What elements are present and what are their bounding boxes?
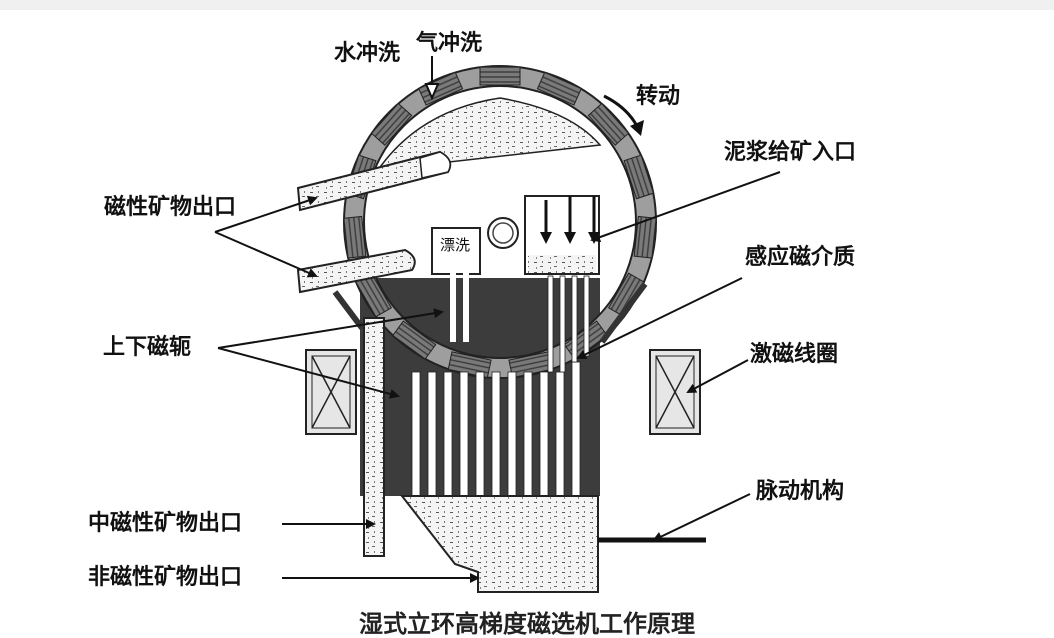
label-water-rinse: 水冲洗 — [334, 41, 401, 66]
label-middling-outlet: 中磁性矿物出口 — [88, 511, 243, 536]
label-rotation: 转动 — [636, 84, 681, 109]
leader-medium — [576, 277, 743, 359]
label-slurry-inlet: 泥浆给矿入口 — [724, 140, 857, 165]
label-pulsation-mechanism: 脉动机构 — [756, 479, 845, 504]
leader-slurry — [590, 171, 781, 242]
coil-left — [305, 349, 357, 435]
label-air-rinse: 气冲洗 — [416, 31, 483, 56]
coil-right — [649, 349, 701, 435]
leader-pulsation — [652, 493, 751, 542]
leader-magnetic-lower — [214, 231, 318, 278]
lower-magnetic-chute — [296, 248, 416, 294]
leader-coil — [686, 359, 749, 393]
label-induction-medium: 感应磁介质 — [745, 245, 856, 270]
top-bar — [0, 0, 1054, 10]
figure-caption: 湿式立环高梯度磁选机工作原理 — [359, 610, 695, 638]
leader-yoke-lower — [217, 347, 400, 399]
label-nonmagnetic-outlet: 非磁性矿物出口 — [88, 565, 243, 590]
nonmagnetic-hopper — [399, 495, 599, 593]
separator-diagram — [214, 56, 781, 593]
leader-magnetic-upper — [214, 195, 318, 233]
deflector-left — [332, 290, 365, 330]
rotor-ring — [343, 65, 657, 379]
label-rinse: 漂洗 — [440, 236, 471, 254]
air-rinse-nozzle — [424, 83, 440, 101]
leader-yoke-upper — [217, 308, 444, 349]
label-magnetic-outlet: 磁性矿物出口 — [104, 195, 237, 220]
deflector-right — [599, 282, 648, 344]
middling-pipe — [363, 317, 385, 557]
magnetic-product-zone — [376, 97, 602, 171]
label-excitation-coil: 激磁线圈 — [750, 342, 839, 367]
label-yokes: 上下磁轭 — [103, 335, 192, 360]
slurry-feed-material — [528, 255, 596, 273]
